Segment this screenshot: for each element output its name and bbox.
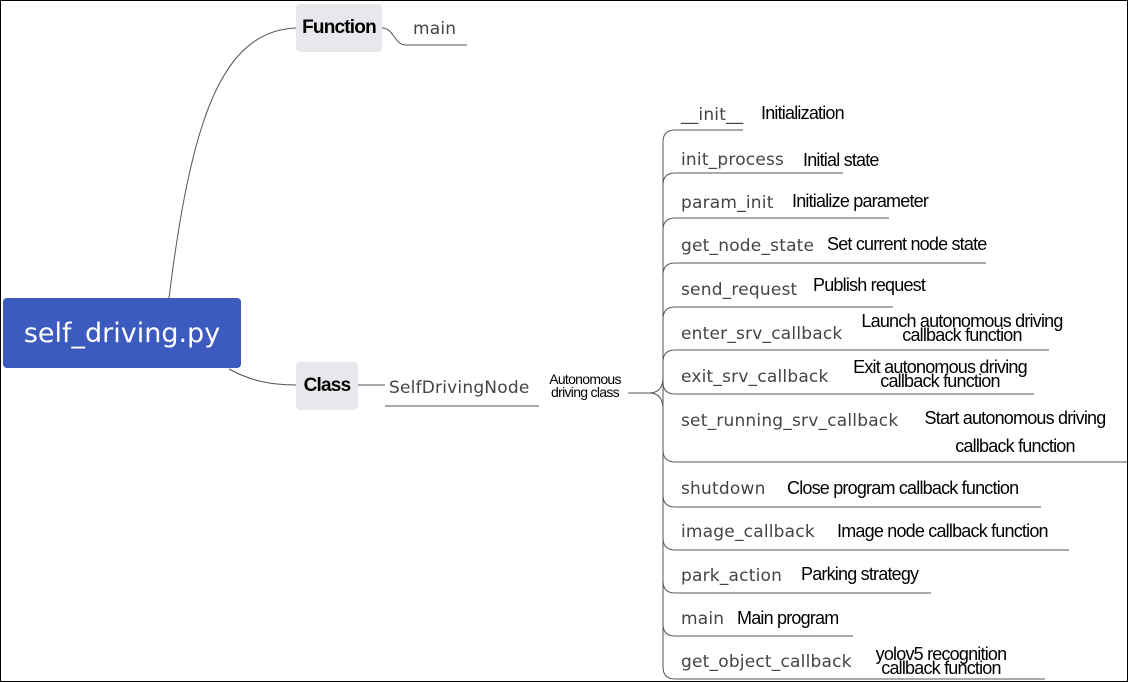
method-name[interactable]: main [681,609,725,629]
class-branch-label: Class [303,375,351,396]
method-link-11 [662,623,853,637]
method-desc: Initialization [761,103,845,123]
method-desc-line: callback function [902,325,1022,345]
class-branch-node[interactable]: Class [296,362,358,410]
class-desc-line-1: Autonomous [549,371,621,387]
method-desc: Main program [737,608,839,628]
method-link-8 [662,494,1041,508]
root-node[interactable]: self_driving.py [3,298,241,368]
method-desc-line: Exit autonomous driving [853,357,1028,377]
method-name[interactable]: image_callback [681,522,815,542]
method-link-6 [662,381,1034,395]
method-link-10 [662,580,931,594]
method-link-3 [662,262,986,276]
method-link-0 [662,129,743,143]
method-name[interactable]: __init__ [681,105,744,125]
method-name[interactable]: enter_srv_callback [681,324,843,344]
link-root-class [228,368,297,386]
method-desc-line: callback function [880,371,1000,391]
class-name-node[interactable]: SelfDrivingNode [389,378,530,398]
method-desc: Image node callback function [837,521,1049,541]
method-name[interactable]: park_action [681,566,783,586]
method-link-2 [662,217,889,231]
method-link-5 [662,349,1049,363]
method-name[interactable]: shutdown [681,479,766,499]
method-name[interactable]: init_process [681,150,785,170]
method-link-1 [662,172,843,186]
method-desc: Publish request [813,275,926,295]
method-desc: Set current node state [827,234,987,254]
root-label: self_driving.py [23,317,221,349]
method-link-4 [662,306,893,320]
class-desc-line-2: driving class [551,384,620,400]
method-name[interactable]: exit_srv_callback [681,367,829,387]
method-link-12 [662,666,1045,680]
function-branch-label: Function [302,17,377,38]
method-desc: Parking strategy [801,564,919,584]
method-name[interactable]: param_init [681,193,774,213]
method-name[interactable]: get_node_state [681,236,815,256]
method-name[interactable]: set_running_srv_callback [681,411,899,431]
method-desc-line: yolov5 recognition [875,644,1008,664]
method-desc: Start autonomous driving callback functi… [913,404,1117,460]
method-desc: Initialize parameter [792,191,929,211]
method-desc: Exit autonomous driving callback functio… [843,357,1037,391]
function-branch-node[interactable]: Function [296,4,382,52]
class-description: Autonomous driving class [541,371,629,400]
method-desc-line: Start autonomous driving [924,408,1107,428]
method-name[interactable]: send_request [681,280,798,300]
method-desc-line: callback function [955,436,1075,456]
method-desc: Close program callback function [787,478,1019,498]
link-function-main [381,27,467,46]
method-link-9 [662,537,1069,551]
method-desc-line: callback function [881,658,1001,678]
method-name[interactable]: get_object_callback [681,652,852,672]
method-desc: yolov5 recognition callback function [867,644,1015,678]
method-link-7 [662,449,1127,463]
method-desc: Initial state [803,150,879,170]
method-desc-line: Launch autonomous driving [861,311,1063,331]
link-root-function [168,27,297,299]
function-main-node[interactable]: main [413,19,457,39]
method-desc: Launch autonomous driving callback funct… [849,311,1075,345]
bracket-spine [648,376,664,410]
